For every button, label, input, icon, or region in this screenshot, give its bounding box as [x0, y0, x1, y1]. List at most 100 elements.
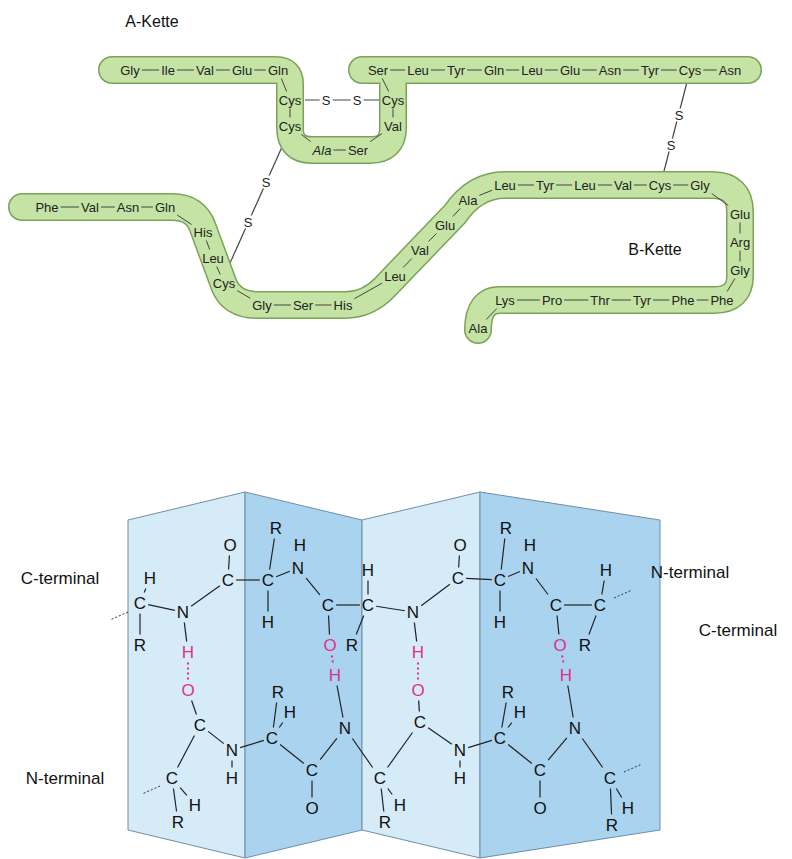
atom-symbol: C — [166, 770, 178, 787]
atom-symbol: R — [579, 637, 591, 654]
terminus-label: N-terminal — [651, 564, 729, 581]
sulfur-atom: S — [665, 139, 678, 152]
atom-symbol: O — [453, 537, 466, 554]
peptide-bond — [673, 185, 688, 186]
amino-acid: Val — [81, 201, 99, 214]
bond-line — [279, 723, 282, 728]
bond-line — [468, 740, 492, 747]
peptide-bond — [634, 185, 647, 186]
peptide-bond — [697, 300, 709, 301]
bond-line — [610, 789, 611, 815]
amino-acid: Cys — [679, 64, 701, 77]
bond-line — [508, 571, 520, 576]
bond-line — [228, 556, 230, 570]
bond-line — [352, 739, 372, 768]
atom-symbol: O — [323, 637, 336, 654]
bond-line — [602, 581, 604, 595]
bond-line — [280, 745, 304, 764]
bond-line — [320, 738, 337, 759]
atom-symbol: O — [305, 800, 318, 817]
amino-acid: Gln — [268, 64, 288, 77]
peptide-bond — [479, 190, 492, 195]
peptide-bond — [217, 267, 221, 275]
amino-acid: Cys — [279, 120, 301, 133]
peptide-bond — [206, 241, 209, 250]
amino-acid: Leu — [494, 179, 516, 192]
amino-acid: His — [334, 299, 353, 312]
bond-line — [311, 781, 312, 798]
bond-line — [336, 604, 360, 605]
bond-line — [192, 701, 197, 715]
atom-symbol: H — [394, 797, 406, 814]
bond-line — [421, 584, 450, 606]
bond-line — [459, 761, 460, 768]
atom-symbol: O — [553, 637, 566, 654]
bond-line — [568, 686, 573, 718]
peptide-bond — [653, 300, 669, 301]
peptide-bond — [486, 309, 497, 320]
bond-line — [548, 738, 567, 760]
amino-acid: Thr — [590, 294, 610, 307]
amino-acid: Asn — [117, 201, 139, 214]
atom-symbol: H — [284, 704, 296, 721]
peptide-bond — [333, 150, 345, 151]
atom-symbol: H — [514, 704, 526, 721]
amino-acid: Glu — [560, 64, 580, 77]
atom-symbol: C — [494, 730, 506, 747]
atom-symbol: R — [606, 817, 618, 834]
atom-symbol: R — [379, 814, 391, 831]
atom-symbol: C — [414, 714, 426, 731]
atom-symbol: C — [194, 717, 206, 734]
atom-symbol: C — [266, 730, 278, 747]
atom-symbol: N — [454, 742, 466, 759]
bond-line — [356, 616, 364, 635]
atom-symbol: H — [412, 644, 424, 661]
amino-acid: Leu — [407, 64, 429, 77]
amino-acid: Gln — [155, 201, 175, 214]
bond-line — [557, 616, 559, 635]
atom-symbol: N — [339, 720, 351, 737]
terminus-label: N-terminal — [26, 770, 104, 787]
bond-line — [539, 781, 540, 798]
bond-line — [616, 789, 621, 798]
amino-acid: Cys — [279, 94, 301, 107]
amino-acid: Ala — [313, 144, 332, 157]
peptide-bond — [429, 234, 437, 242]
amino-acid: Gly — [120, 64, 140, 77]
atom-symbol: R — [134, 637, 146, 654]
peptide-bond — [598, 185, 612, 186]
bond-line — [139, 614, 140, 635]
amino-acid: Pro — [542, 294, 562, 307]
bond-line — [582, 739, 602, 768]
amino-acid: Asn — [719, 64, 741, 77]
peptide-bond — [453, 209, 460, 217]
amino-acid: Tyr — [447, 64, 465, 77]
bond-line — [273, 703, 276, 728]
bond-line — [208, 731, 224, 743]
peptide-bond — [727, 279, 735, 292]
bond-line — [240, 740, 264, 747]
atom-symbol: N — [522, 560, 534, 577]
terminus-label: C-terminal — [699, 622, 777, 639]
atom-symbol: H — [329, 667, 341, 684]
bond-line — [144, 589, 146, 593]
bond-line — [306, 578, 320, 595]
atom-symbol: R — [272, 684, 284, 701]
amino-acid: Glu — [435, 219, 455, 232]
bond-line — [236, 579, 260, 580]
amino-acid: Glu — [730, 208, 750, 221]
peptide-bond — [354, 283, 382, 298]
amino-acid: Phe — [35, 201, 58, 214]
bond-line — [428, 728, 452, 745]
bond-line — [562, 656, 564, 665]
bond-line — [388, 789, 392, 795]
peptide-bond — [177, 215, 191, 225]
atom-symbol: N — [569, 720, 581, 737]
atom-symbol: N — [226, 742, 238, 759]
amino-acid: Ser — [348, 144, 368, 157]
amino-acid: Cys — [382, 94, 404, 107]
amino-acid: Ser — [368, 64, 388, 77]
peptide-bond — [623, 70, 639, 71]
atom-symbol: N — [177, 604, 189, 621]
bond-line — [564, 604, 592, 605]
